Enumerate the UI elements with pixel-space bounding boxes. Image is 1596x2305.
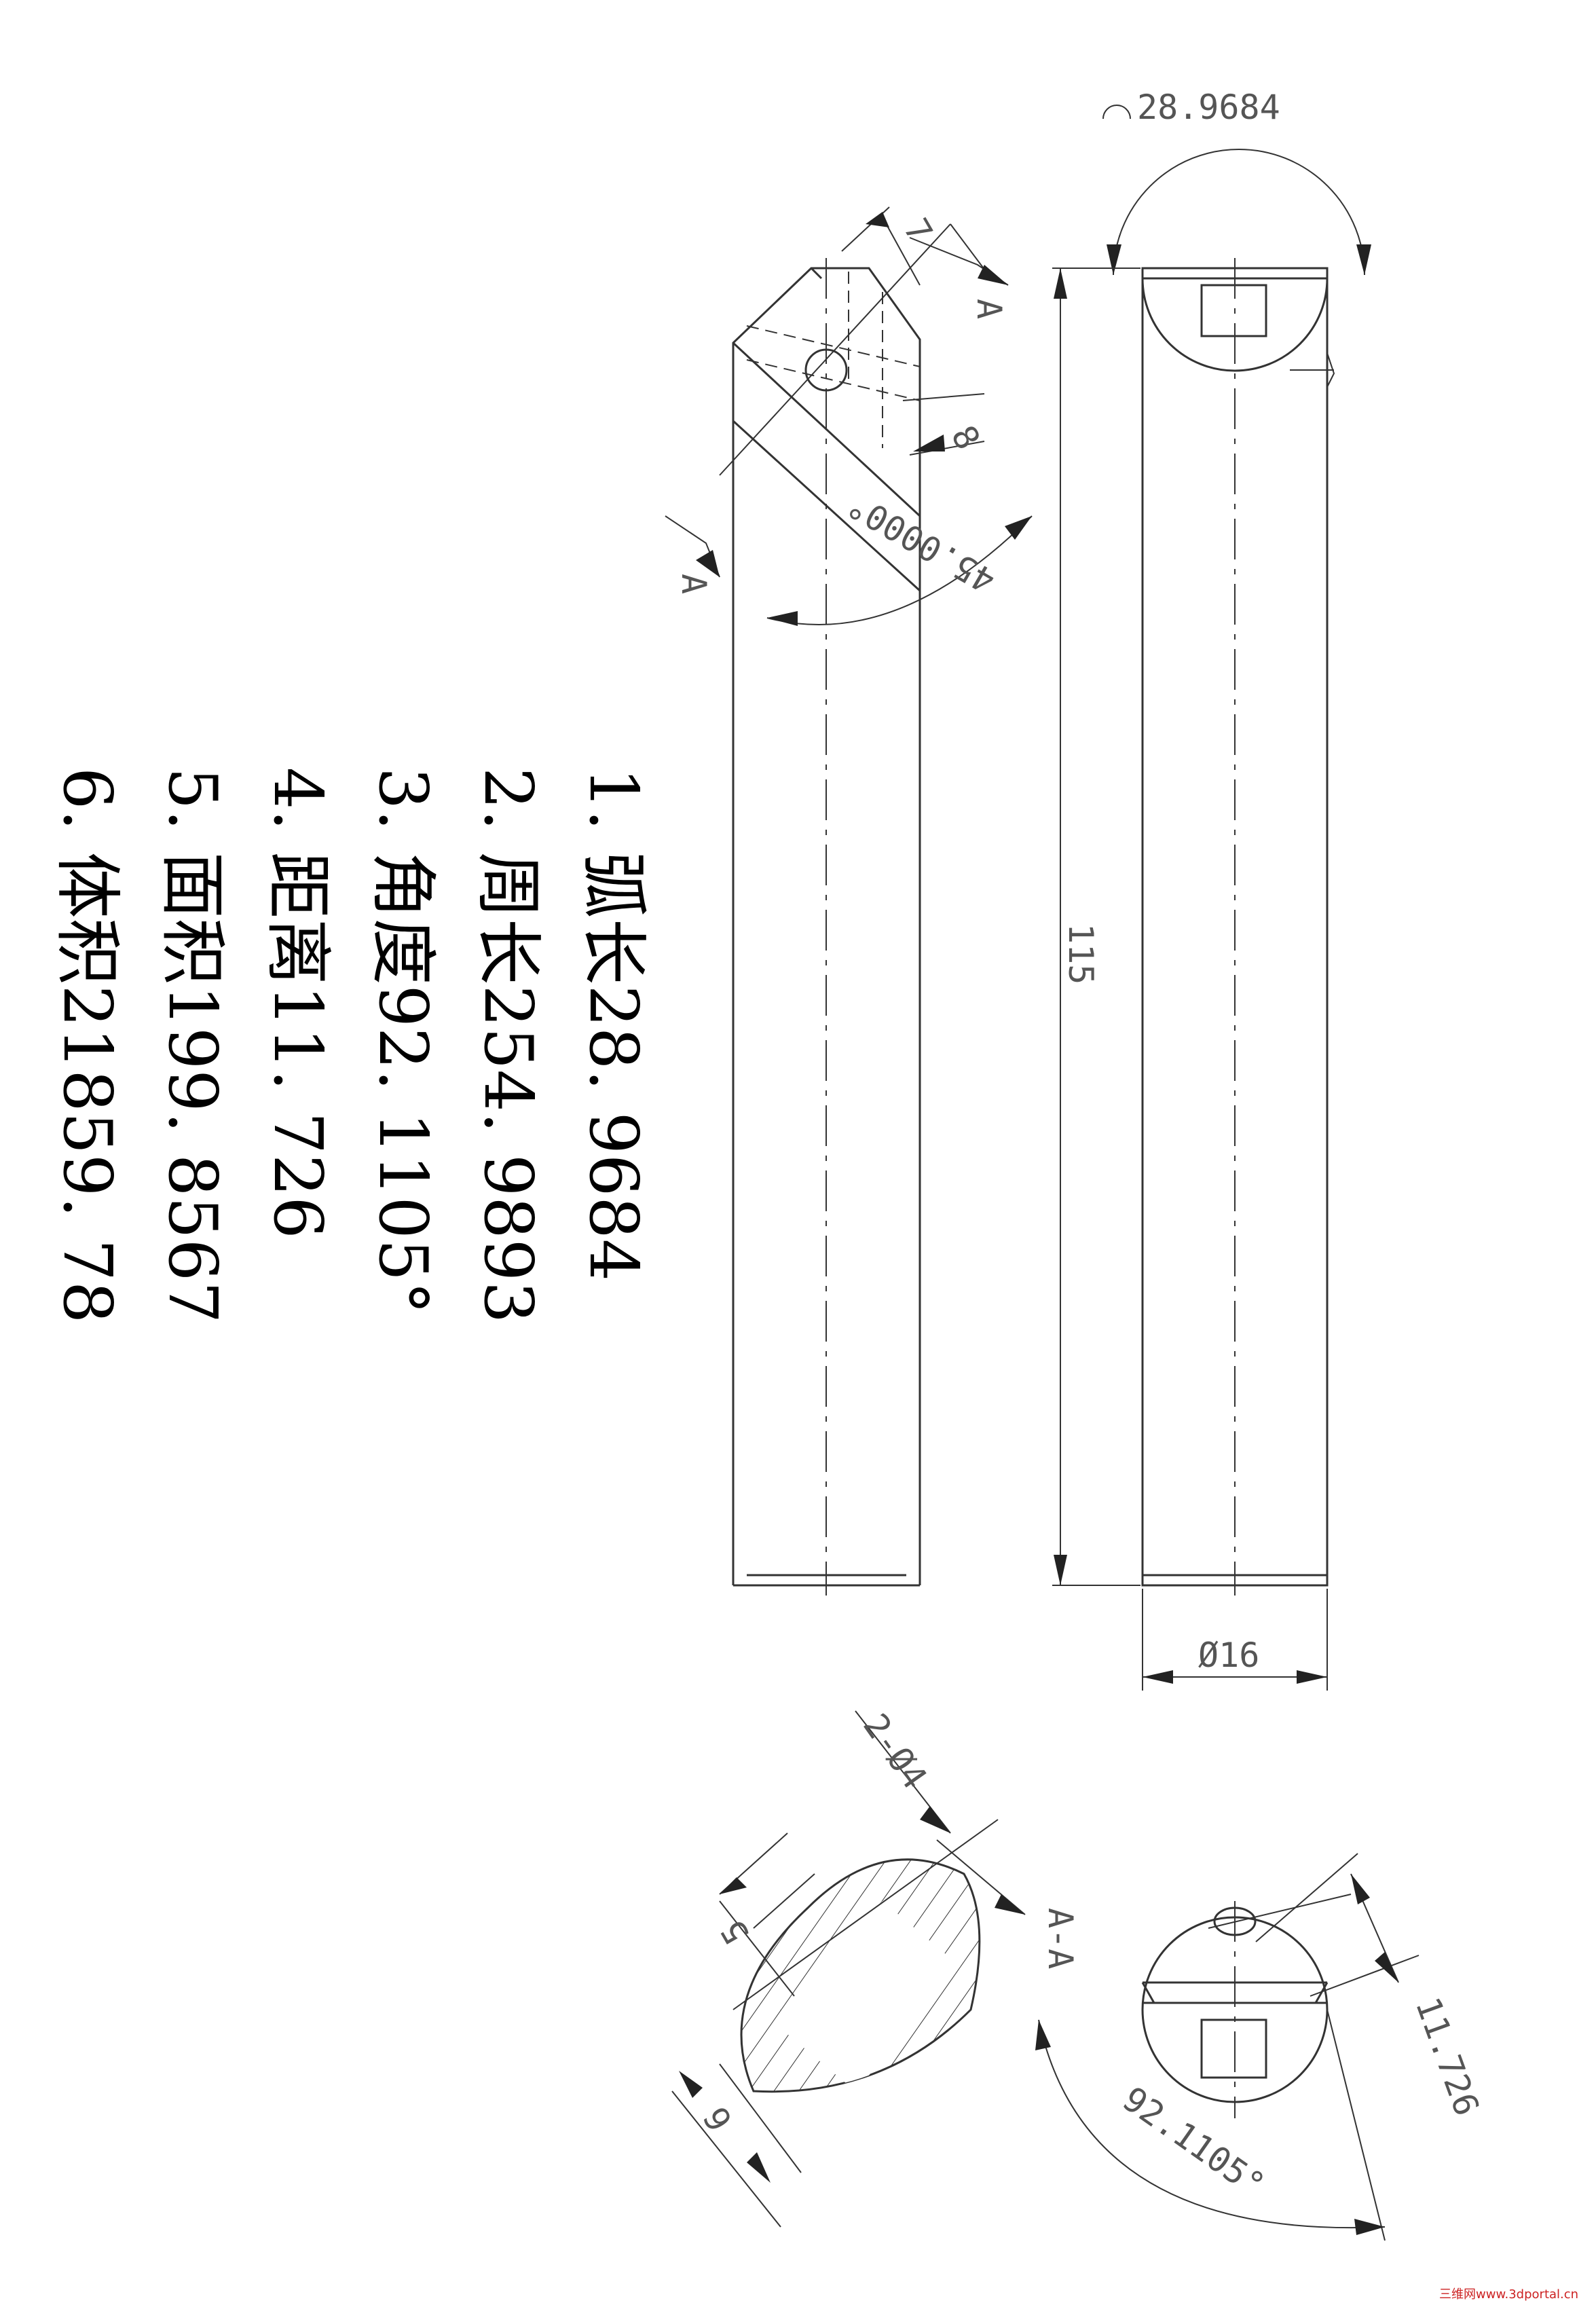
length-dimension: 115 (1052, 268, 1140, 1586)
notes-list: 1. 弧长28. 9684 2. 周长254. 9893 3. 角度92. 11… (48, 767, 652, 1323)
diameter-dimension: Ø16 (1142, 1589, 1328, 1691)
section-a-bottom: A (674, 574, 713, 594)
section-aa-view: A-A (1041, 1894, 1352, 2118)
angle-45-dimension: 45.0000° (766, 485, 1033, 626)
angle-45-label: 45.0000° (840, 485, 1002, 601)
section-width-b-label: 6 (696, 2100, 740, 2137)
chamfer-depth-label: 8 (944, 419, 988, 456)
section-width-a-label: 5 (713, 1913, 757, 1951)
note-4: 4. 距离11. 726 (259, 767, 336, 1239)
length-label: 115 (1061, 923, 1100, 984)
hatched-section (719, 1819, 999, 2093)
arc-length-dimension: 28.9684 (1102, 88, 1371, 276)
distance-dimension: 11.726 (1255, 1853, 1487, 2121)
holes-label: 2-Ø4 (855, 1707, 935, 1796)
section-aa-label: A-A (1041, 1908, 1080, 1969)
section-angle-label: 92.1105° (1115, 2079, 1272, 2205)
note-3: 3. 角度92. 1105° (364, 767, 441, 1314)
arc-length-label: 28.9684 (1137, 88, 1280, 127)
note-5: 5. 面积199. 8567 (153, 767, 231, 1323)
section-angle-dimension: 92.1105° (1035, 2009, 1386, 2241)
pin-side-view (1141, 258, 1335, 1596)
chamfer-width-label: 7 (896, 212, 940, 249)
note-1: 1. 弧长28. 9684 (574, 767, 652, 1281)
chamfer-width-dimension: 7 (841, 206, 940, 286)
section-cut-markers: A A (665, 237, 1009, 594)
section-a-top: A (969, 299, 1009, 319)
distance-label: 11.726 (1408, 1992, 1487, 2121)
diameter-label: Ø16 (1198, 1636, 1259, 1675)
pin-front-view (719, 223, 992, 1596)
note-6: 6. 体积21859. 78 (48, 767, 126, 1323)
watermark: 三维网www.3dportal.cn (1439, 2287, 1578, 2302)
note-2: 2. 周长254. 9893 (469, 767, 546, 1323)
chamfer-depth-dimension: 8 (902, 393, 988, 456)
